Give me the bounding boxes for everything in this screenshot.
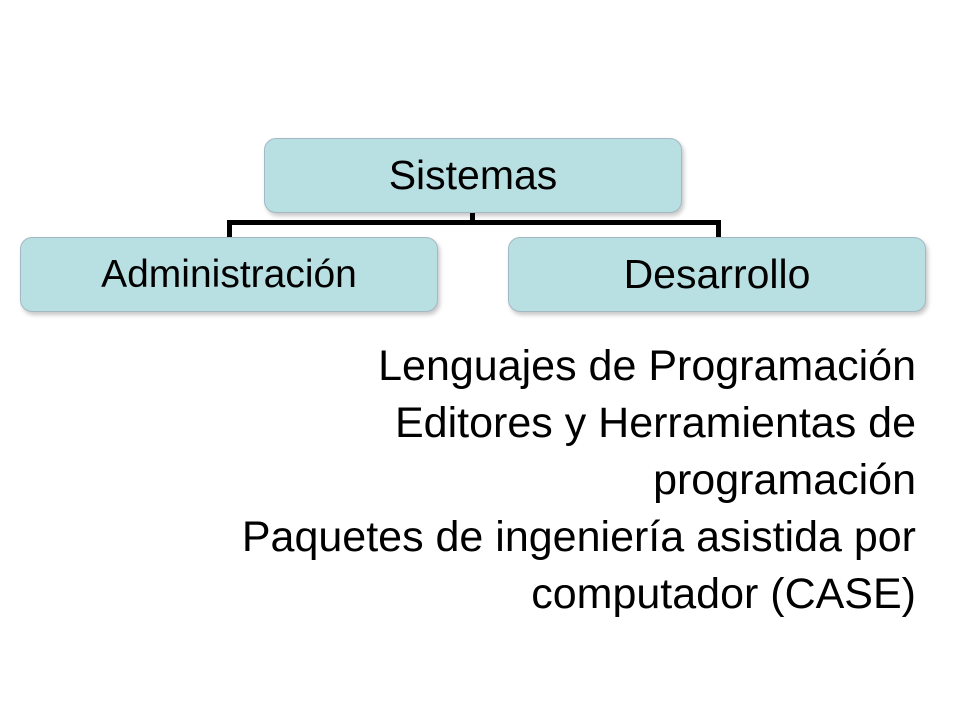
text-line: Editores y Herramientas de — [395, 399, 916, 447]
connector-stem — [470, 213, 475, 223]
node-label: Administración — [101, 252, 357, 296]
text-line: programación — [653, 456, 916, 504]
body-text-block: Lenguajes de Programación Editores y Her… — [40, 338, 916, 623]
connector-right-drop — [716, 220, 721, 237]
node-administracion: Administración — [20, 237, 438, 312]
connector-left-drop — [227, 220, 232, 237]
text-line: Lenguajes de Programación — [378, 342, 916, 390]
node-label: Sistemas — [388, 152, 558, 198]
node-label: Desarrollo — [623, 251, 811, 297]
node-sistemas: Sistemas — [264, 138, 682, 213]
connector-horizontal-bar — [227, 220, 721, 225]
text-line: Paquetes de ingeniería asistida por — [241, 513, 916, 561]
text-line: computador (CASE) — [531, 570, 916, 618]
node-desarrollo: Desarrollo — [508, 237, 926, 312]
